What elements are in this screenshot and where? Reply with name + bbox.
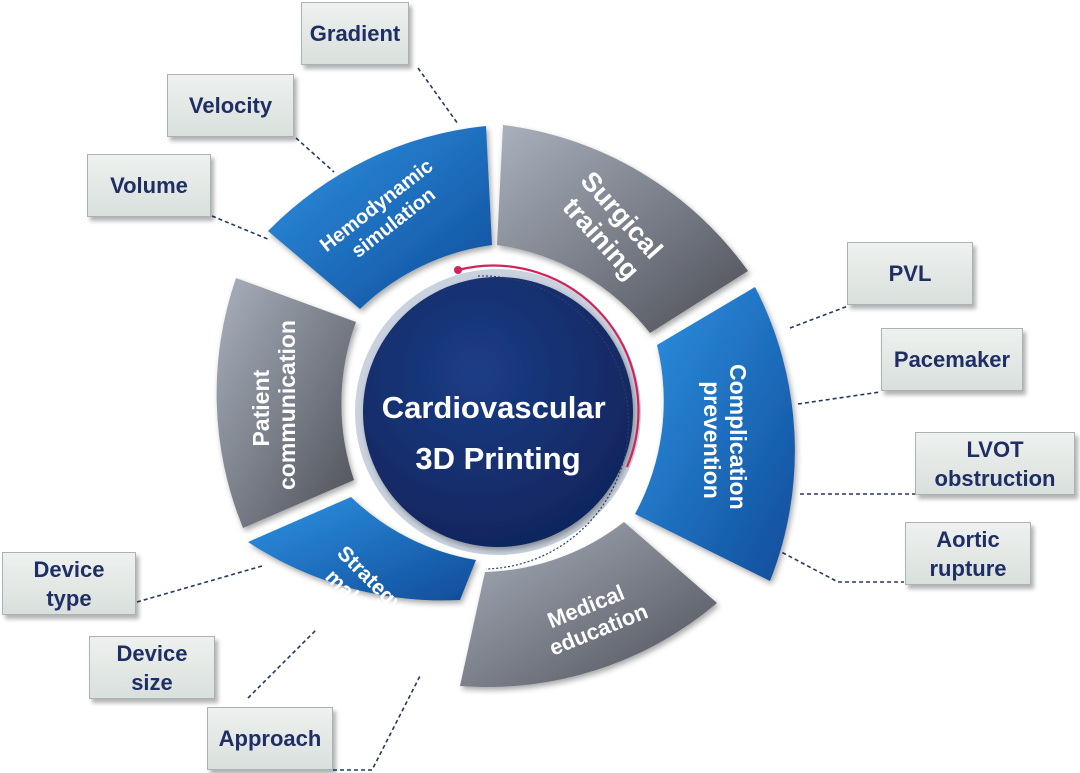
segment-patient-communication <box>216 278 356 528</box>
connector-device-type <box>136 565 263 603</box>
accent-arc-dot <box>454 266 462 274</box>
label-box-volume: Volume <box>87 154 211 217</box>
accent-arc <box>457 264 640 468</box>
segment-strategy-making <box>248 497 476 601</box>
connector-aortic <box>769 545 904 583</box>
connector-pvl <box>789 305 849 329</box>
connector-lines <box>136 67 915 771</box>
center-disc <box>363 277 633 547</box>
segment-hemodynamic-simulation <box>268 126 492 309</box>
label-box-gradient: Gradient <box>301 2 409 65</box>
center-title: Cardiovascular 3D Printing <box>382 390 615 476</box>
connector-approach <box>333 675 421 771</box>
label-box-approach: Approach <box>207 707 333 770</box>
segment-complication-label: Complication prevention <box>699 364 751 516</box>
connector-volume <box>211 215 271 241</box>
label-box-pacemaker: Pacemaker <box>881 328 1023 391</box>
segment-complication-prevention <box>635 287 795 581</box>
connector-velocity <box>295 137 335 173</box>
segment-medical-education <box>460 522 717 688</box>
connector-gradient <box>417 67 459 125</box>
segment-patient-label: Patient communication <box>248 320 300 490</box>
connector-pacemaker <box>797 391 881 405</box>
connector-device-size <box>247 629 317 699</box>
ring-segments <box>216 125 795 688</box>
label-box-velocity: Velocity <box>167 74 294 137</box>
label-box-pvl: PVL <box>847 242 973 305</box>
segment-surgical-training <box>497 125 748 333</box>
